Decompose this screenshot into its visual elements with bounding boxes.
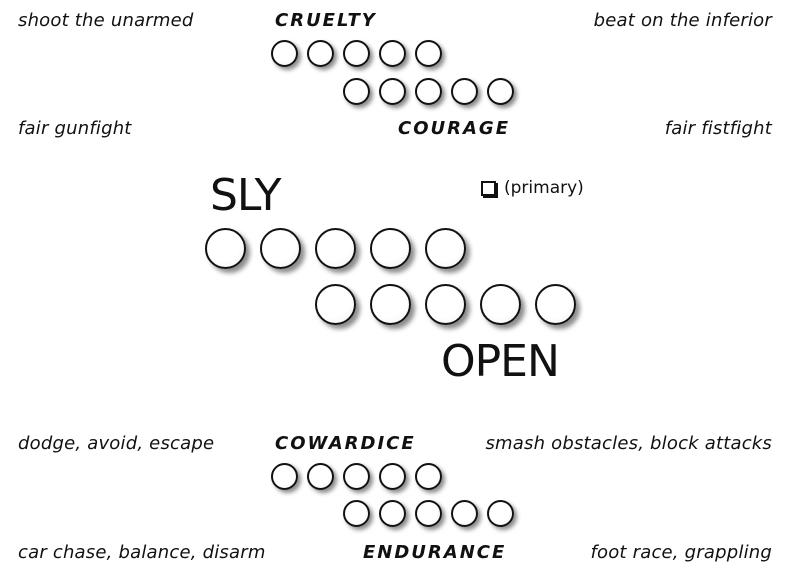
cruelty-dot-2[interactable] xyxy=(307,40,334,67)
open-dot-5[interactable] xyxy=(535,284,576,325)
sly-dot-row xyxy=(205,228,480,269)
open-dot-3[interactable] xyxy=(425,284,466,325)
courage-dot-4[interactable] xyxy=(451,78,478,105)
endurance-dot-3[interactable] xyxy=(415,500,442,527)
primary-checkbox[interactable] xyxy=(481,180,496,196)
cowardice-right-note: smash obstacles, block attacks xyxy=(485,433,772,454)
endurance-heading: ENDURANCE xyxy=(363,542,507,563)
endurance-dot-4[interactable] xyxy=(451,500,478,527)
cowardice-dot-5[interactable] xyxy=(415,463,442,490)
endurance-dot-1[interactable] xyxy=(343,500,370,527)
cruelty-left-note: shoot the unarmed xyxy=(18,10,194,31)
endurance-left-note: car chase, balance, disarm xyxy=(18,542,266,563)
sly-dot-4[interactable] xyxy=(370,228,411,269)
courage-dot-5[interactable] xyxy=(487,78,514,105)
sly-dot-3[interactable] xyxy=(315,228,356,269)
cowardice-left-note: dodge, avoid, escape xyxy=(18,433,215,454)
endurance-dot-row xyxy=(343,500,523,527)
cowardice-dot-1[interactable] xyxy=(271,463,298,490)
cowardice-dot-row xyxy=(271,463,451,490)
endurance-right-note: foot race, grappling xyxy=(590,542,772,563)
cowardice-heading: COWARDICE xyxy=(275,433,416,454)
open-dot-4[interactable] xyxy=(480,284,521,325)
cruelty-right-note: beat on the inferior xyxy=(593,10,772,31)
open-dot-1[interactable] xyxy=(315,284,356,325)
cruelty-dot-row xyxy=(271,40,451,67)
sly-dot-1[interactable] xyxy=(205,228,246,269)
cowardice-dot-2[interactable] xyxy=(307,463,334,490)
open-dot-row xyxy=(315,284,590,325)
endurance-dot-5[interactable] xyxy=(487,500,514,527)
cruelty-dot-1[interactable] xyxy=(271,40,298,67)
cruelty-heading: CRUELTY xyxy=(275,10,377,31)
cruelty-dot-5[interactable] xyxy=(415,40,442,67)
courage-right-note: fair fistfight xyxy=(664,118,772,139)
courage-heading: COURAGE xyxy=(398,118,510,139)
cruelty-dot-4[interactable] xyxy=(379,40,406,67)
sly-dot-5[interactable] xyxy=(425,228,466,269)
sly-dot-2[interactable] xyxy=(260,228,301,269)
open-label: OPEN xyxy=(441,336,560,387)
primary-checkbox-label: (primary) xyxy=(504,178,584,198)
sly-label: SLY xyxy=(210,170,281,221)
courage-dot-1[interactable] xyxy=(343,78,370,105)
courage-left-note: fair gunfight xyxy=(18,118,132,139)
courage-dot-row xyxy=(343,78,523,105)
cowardice-dot-3[interactable] xyxy=(343,463,370,490)
primary-option[interactable]: (primary) xyxy=(481,178,584,198)
cruelty-dot-3[interactable] xyxy=(343,40,370,67)
cowardice-dot-4[interactable] xyxy=(379,463,406,490)
open-dot-2[interactable] xyxy=(370,284,411,325)
courage-dot-3[interactable] xyxy=(415,78,442,105)
endurance-dot-2[interactable] xyxy=(379,500,406,527)
courage-dot-2[interactable] xyxy=(379,78,406,105)
